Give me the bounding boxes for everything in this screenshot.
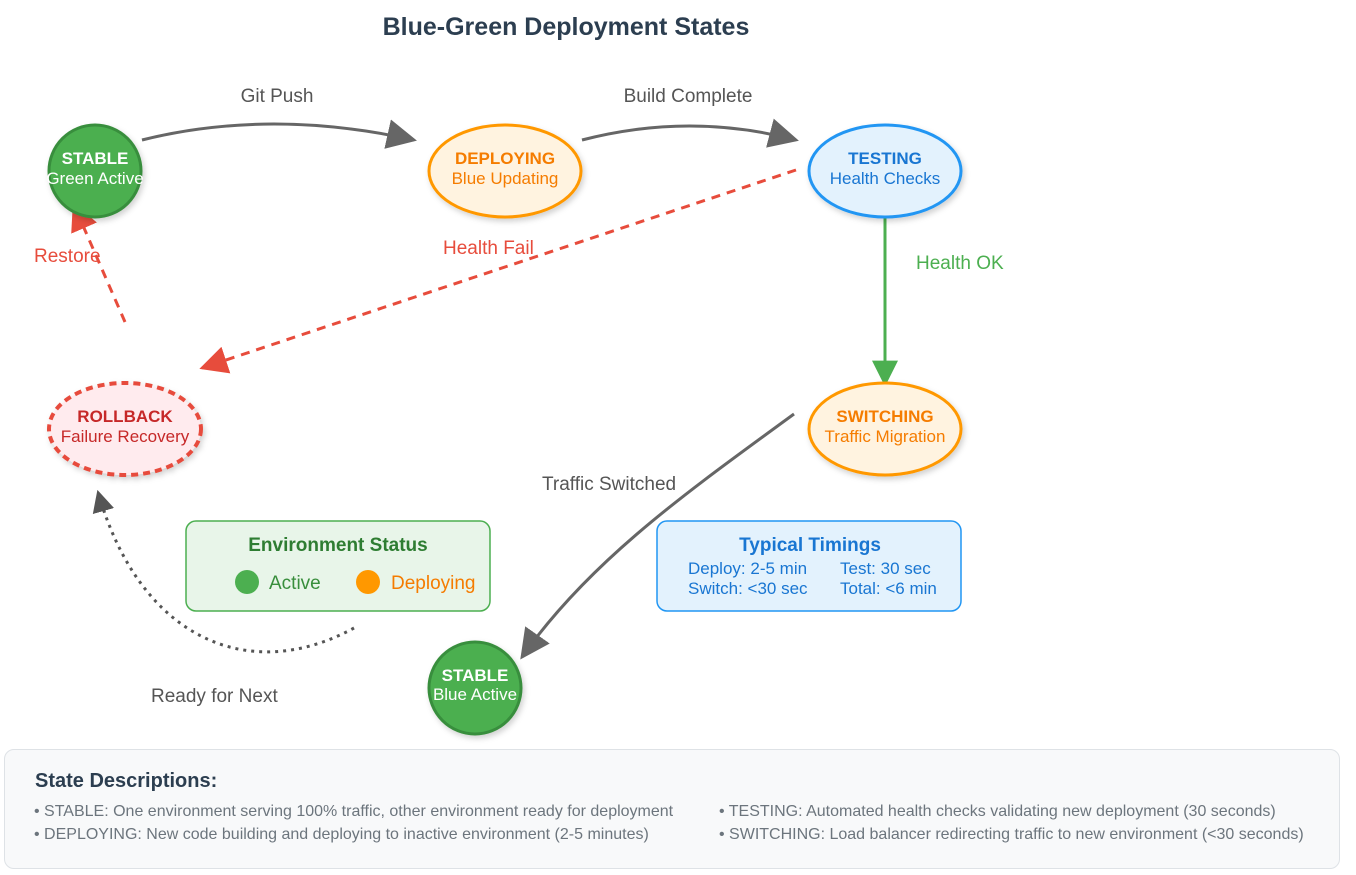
- state-switching: [807, 381, 963, 477]
- state-deploying: [427, 123, 583, 219]
- edge-git-push: [141, 119, 417, 149]
- state-stable-green-title: STABLE: [62, 149, 129, 168]
- state-stable-green: [47, 123, 143, 219]
- state-deploying-subtitle: Blue Updating: [452, 169, 559, 188]
- state-switching-title: SWITCHING: [836, 407, 933, 426]
- timings-title: Typical Timings: [739, 535, 881, 556]
- description-stable: • STABLE: One environment serving 100% t…: [34, 803, 674, 820]
- edge-label-health-fail: Health Fail: [443, 238, 534, 259]
- state-stable-blue: [427, 640, 523, 736]
- state-testing: [807, 123, 963, 219]
- edge-label-git-push: Git Push: [241, 86, 314, 107]
- environment-status-box: Environment Status Active Deploying: [185, 520, 491, 612]
- timing-test: Test: 30 sec: [840, 559, 931, 578]
- active-dot-icon: [235, 570, 259, 594]
- state-switching-subtitle: Traffic Migration: [825, 427, 946, 446]
- legend-active-label: Active: [269, 573, 321, 594]
- edge-build-complete: [581, 118, 799, 148]
- typical-timings-box: Typical Timings Deploy: 2-5 min Test: 30…: [656, 520, 962, 612]
- timing-total: Total: <6 min: [840, 579, 937, 598]
- edge-label-traffic-switched: Traffic Switched: [542, 474, 676, 495]
- edge-label-build-complete: Build Complete: [624, 86, 753, 107]
- state-deploying-title: DEPLOYING: [455, 149, 555, 168]
- edge-restore: [71, 202, 127, 323]
- edge-label-restore: Restore: [34, 246, 101, 267]
- state-rollback-subtitle: Failure Recovery: [61, 427, 190, 446]
- timing-switch: Switch: <30 sec: [688, 579, 808, 598]
- edge-health-fail: [199, 168, 797, 374]
- state-testing-subtitle: Health Checks: [830, 169, 941, 188]
- environment-status-title: Environment Status: [248, 535, 427, 556]
- state-stable-blue-subtitle: Blue Active: [433, 685, 517, 704]
- state-stable-blue-title: STABLE: [442, 666, 509, 685]
- diagram-title: Blue-Green Deployment States: [383, 13, 750, 41]
- state-testing-title: TESTING: [848, 149, 922, 168]
- edge-traffic-switched: [520, 412, 795, 660]
- timing-deploy: Deploy: 2-5 min: [688, 559, 807, 578]
- state-descriptions-title: State Descriptions:: [35, 770, 218, 792]
- edge-label-health-ok: Health OK: [916, 253, 1004, 274]
- state-rollback-title: ROLLBACK: [77, 407, 173, 426]
- state-descriptions-panel: State Descriptions: • STABLE: One enviro…: [4, 749, 1340, 869]
- description-switching: • SWITCHING: Load balancer redirecting t…: [719, 826, 1304, 843]
- description-testing: • TESTING: Automated health checks valid…: [719, 803, 1276, 820]
- state-stable-green-subtitle: Green Active: [46, 169, 143, 188]
- legend-deploying-label: Deploying: [391, 573, 476, 594]
- state-rollback: [47, 381, 203, 477]
- description-deploying: • DEPLOYING: New code building and deplo…: [34, 826, 649, 843]
- deploying-dot-icon: [356, 570, 380, 594]
- edge-label-ready-for-next: Ready for Next: [151, 686, 278, 707]
